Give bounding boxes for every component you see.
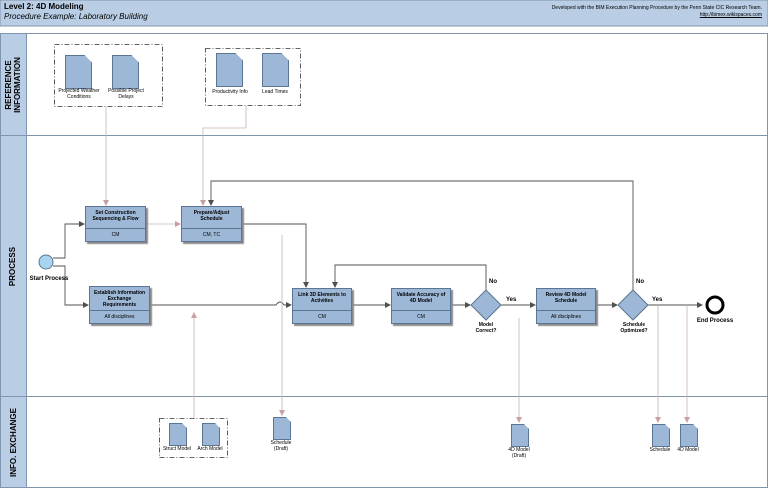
lane-info-label: INFO. EXCHANGE (8, 407, 18, 477)
end-event-label: End Process (696, 318, 734, 324)
doc-struct-model-icon (169, 423, 187, 446)
gateway-schedule-optimized-label: Schedule Optimized? (620, 322, 648, 334)
flow-gateway-no-loop (332, 264, 487, 290)
flow-gateway-no-to-schedule (208, 180, 634, 290)
doc-4d-model-icon (680, 424, 698, 447)
model-group (159, 418, 228, 458)
doc-schedule-icon (652, 424, 670, 447)
task-validate-model-name: Validate Accuracy of 4D Model (396, 292, 446, 304)
task-prepare-schedule-role: CM, TC (202, 232, 221, 238)
task-link-3d: Link 3D Elements to Activities CM (292, 288, 352, 324)
flow-start-to-sequencing (53, 221, 85, 259)
gateway-model-correct-yes: Yes (506, 297, 517, 303)
doc-productivity-icon (216, 53, 243, 87)
task-link-3d-name: Link 3D Elements to Activities (298, 292, 346, 304)
page-subtitle: Procedure Example: Laboratory Building (4, 12, 148, 21)
task-establish-requirements: Establish Information Exchange Requireme… (89, 286, 150, 324)
doc-schedule-draft-icon (273, 417, 291, 440)
start-event-label: Start Process (29, 276, 69, 282)
lane-reference: REFERENCE INFORMATION (0, 34, 26, 135)
ref-link-right (200, 106, 247, 206)
doc-4d-model-label: 4D Model (677, 447, 699, 453)
task-establish-requirements-name: Establish Information Exchange Requireme… (93, 290, 146, 308)
page-title: Level 2: 4D Modeling (4, 2, 84, 11)
task-prepare-schedule: Prepare/Adjust Schedule CM, TC (181, 206, 242, 242)
doc-productivity-label: Productivity Info (212, 89, 248, 95)
task-set-sequencing-name: Set Construction Sequencing & Flow (92, 210, 139, 222)
doc-weather-label: Projected Weather Conditions (58, 88, 100, 100)
doc-lead-times-icon (262, 53, 289, 87)
gateway-model-correct (470, 289, 502, 321)
doc-schedule-draft-label: Schedule (Draft) (270, 440, 292, 452)
flow-schedule-to-link3d (240, 223, 309, 288)
start-event (38, 254, 54, 270)
credit-text: Developed with the BIM Execution Plannin… (551, 5, 762, 11)
doc-struct-model-label: Struct Model (162, 446, 192, 452)
task-validate-model-role: CM (417, 314, 425, 320)
gateway-schedule-optimized-yes: Yes (652, 297, 663, 303)
task-prepare-schedule-name: Prepare/Adjust Schedule (193, 210, 230, 222)
doc-4d-model-draft-label: 4D Model (Draft) (508, 447, 530, 459)
doc-delays-label: Possible Project Delays (108, 88, 144, 100)
flow-start-to-requirements (53, 265, 89, 308)
lane-process-label: PROCESS (8, 246, 18, 286)
header-band (0, 0, 768, 27)
task-link-3d-role: CM (318, 314, 326, 320)
task-establish-requirements-role: All disciplines (104, 314, 135, 320)
task-validate-model: Validate Accuracy of 4D Model CM (391, 288, 451, 324)
task-review-schedule-name: Review 4D Model Schedule (545, 292, 587, 304)
task-review-schedule-role: All disciplines (550, 314, 581, 320)
flow-requirements-to-link3d (148, 301, 292, 308)
doc-arch-model-label: Arch Model (197, 446, 223, 452)
doc-arch-model-icon (202, 423, 220, 446)
doc-delays-icon (112, 55, 139, 89)
task-set-sequencing-role: CM (111, 232, 120, 238)
reference-group-right (205, 48, 301, 106)
lane-info-exchange: INFO. EXCHANGE (0, 397, 26, 487)
lane-process: PROCESS (0, 136, 26, 396)
credit-link[interactable]: http://bimex.wikispaces.com (699, 12, 762, 18)
gateway-schedule-optimized-no: No (636, 279, 644, 285)
lane-reference-label: REFERENCE INFORMATION (4, 56, 22, 113)
doc-schedule-label: Schedule (649, 447, 671, 453)
lane-label-column (0, 33, 27, 488)
doc-4d-model-draft-icon (511, 424, 529, 447)
doc-lead-times-label: Lead Times (262, 89, 288, 95)
lanes-frame (0, 33, 768, 488)
task-set-sequencing: Set Construction Sequencing & Flow CM (85, 206, 146, 242)
doc-weather-icon (65, 55, 92, 89)
reference-group-left (54, 44, 163, 107)
end-event (705, 295, 725, 315)
task-review-schedule: Review 4D Model Schedule All disciplines (536, 288, 596, 324)
gateway-model-correct-no: No (489, 279, 497, 285)
gateway-schedule-optimized (617, 289, 649, 321)
gateway-model-correct-label: Model Correct? (475, 322, 497, 334)
